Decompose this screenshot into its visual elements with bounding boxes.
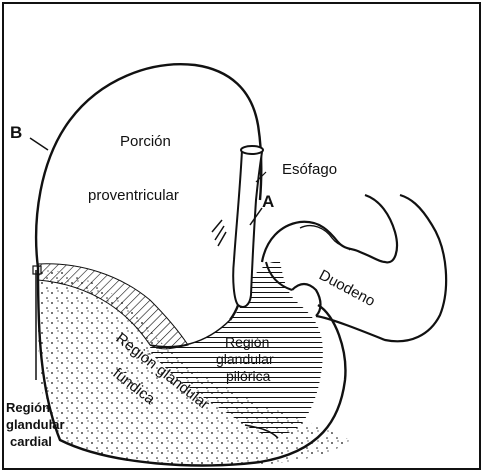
label-duodeno: Duodeno [316, 267, 378, 311]
label-cardial-1: Región [6, 400, 50, 415]
label-proventricular: proventricular [88, 187, 179, 204]
label-cardial-2: glandular [6, 417, 65, 432]
esophagus-opening [241, 146, 263, 154]
label-b: B [10, 123, 22, 142]
label-porcion: Porción [120, 133, 171, 150]
label-a: A [262, 192, 274, 211]
esophagus-fold-marks [212, 220, 226, 246]
label-cardial-3: cardial [10, 434, 52, 449]
label-pilorica-3: pilórica [226, 368, 271, 384]
label-pilorica-1: Región [225, 334, 269, 350]
leader-line-b [30, 138, 48, 150]
label-esofago: Esófago [282, 161, 337, 178]
label-pilorica-2: glandular [216, 351, 274, 367]
